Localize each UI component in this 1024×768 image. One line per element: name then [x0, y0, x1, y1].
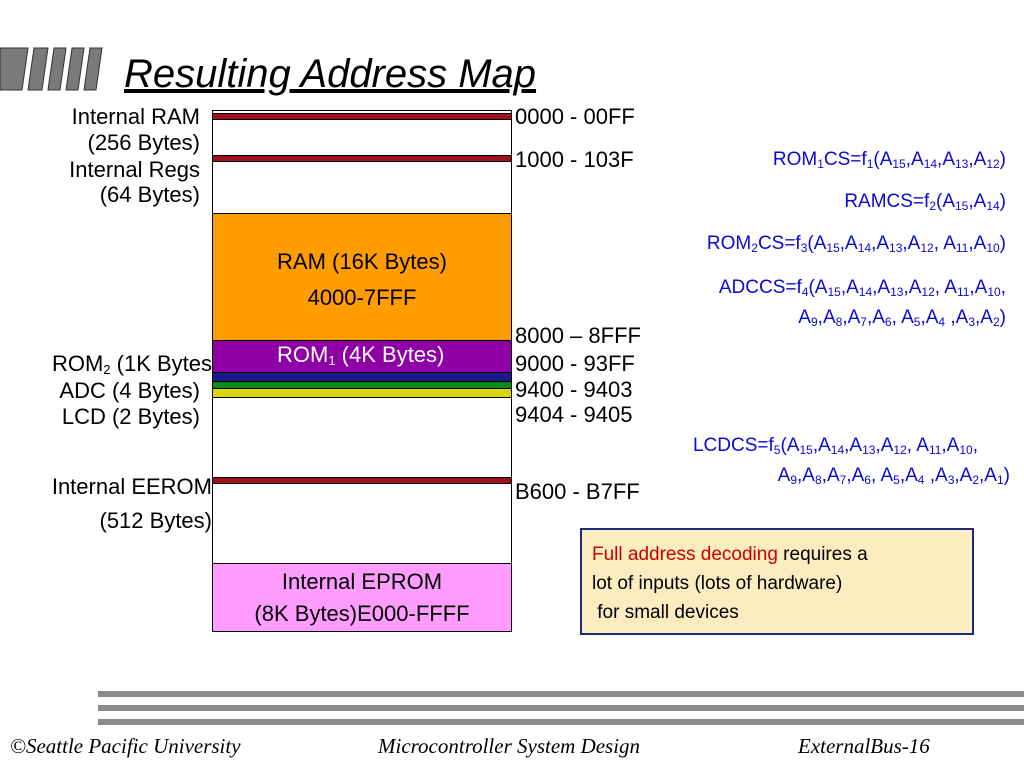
label-rom2: ROM2 (1K Bytes	[51, 351, 212, 377]
lcd-block	[213, 389, 511, 398]
label-internal-regs: Internal Regs	[69, 157, 200, 182]
equation-adccs-line1: ADCCS=f4(A15,A14,A13,A12, A11,A10,	[718, 277, 1006, 299]
eprom-line1: Internal EPROM	[281, 569, 443, 594]
address-9404: 9404 - 9405	[515, 402, 633, 427]
label-internal-ram-size: (256 Bytes)	[87, 130, 201, 155]
note-line3: for small devices	[592, 602, 739, 623]
adc-block	[213, 382, 511, 389]
footer-center: Microcontroller System Design	[378, 734, 641, 758]
equation-lcdcs-line2: A9,A8,A7,A6, A5,A4 ,A3,A2,A1)	[777, 465, 1010, 487]
address-9400: 9400 - 9403	[515, 377, 633, 402]
label-eerom: Internal EEROM	[51, 474, 212, 499]
ram-label: RAM (16K Bytes)	[277, 249, 447, 274]
equation-adccs-line2: A9,A8,A7,A6, A5,A4 ,A3,A2)	[798, 307, 1006, 329]
address-b600: B600 - B7FF	[515, 479, 640, 504]
footer-lines-decoration	[98, 691, 1024, 725]
label-eerom-size: (512 Bytes)	[99, 508, 213, 533]
address-8000: 8000 – 8FFF	[515, 323, 641, 348]
note-line2: lot of inputs (lots of hardware)	[592, 573, 843, 594]
footer-left: ©Seattle Pacific University	[10, 734, 241, 758]
address-0000: 0000 - 00FF	[515, 104, 635, 129]
title-bars-decoration	[0, 47, 103, 91]
page-title: Resulting Address Map	[124, 52, 537, 96]
note-box: Full address decoding requires a lot of …	[580, 528, 974, 635]
equation-lcdcs-line1: LCDCS=f5(A15,A14,A13,A12, A11,A10,	[692, 435, 978, 457]
address-9000: 9000 - 93FF	[515, 351, 635, 376]
note-highlight: Full address decoding	[592, 544, 778, 565]
equation-rom1cs: ROM1CS=f1(A15,A14,A13,A12)	[772, 149, 1006, 171]
label-adc: ADC (4 Bytes)	[59, 378, 200, 403]
internal-regs-bar	[213, 155, 511, 162]
label-internal-regs-size: (64 Bytes)	[99, 182, 200, 207]
eprom-line2: (8K Bytes)E000-FFFF	[254, 601, 470, 626]
rom2-block	[213, 373, 511, 382]
label-internal-ram: Internal RAM	[71, 104, 200, 129]
equation-ramcs: RAMCS=f2(A15,A14)	[844, 191, 1006, 213]
ram-range: 4000-7FFF	[307, 285, 417, 310]
eprom-block: Internal EPROM (8K Bytes)E000-FFFF	[213, 563, 511, 631]
address-1000: 1000 - 103F	[515, 147, 634, 172]
eerom-bar	[213, 477, 511, 484]
memory-map: RAM (16K Bytes) 4000-7FFF ROM1 (4K Bytes…	[212, 110, 512, 632]
rom1-block: ROM1 (4K Bytes)	[213, 341, 511, 373]
note-line1: Full address decoding requires a	[592, 544, 868, 565]
label-lcd: LCD (2 Bytes)	[61, 404, 200, 429]
footer-right: ExternalBus-16	[798, 734, 930, 758]
ram-block: RAM (16K Bytes) 4000-7FFF	[213, 213, 511, 341]
rom1-label: ROM1 (4K Bytes)	[277, 342, 445, 368]
internal-ram-bar	[213, 113, 511, 120]
equation-rom2cs: ROM2CS=f3(A15,A14,A13,A12, A11,A10)	[706, 233, 1006, 255]
